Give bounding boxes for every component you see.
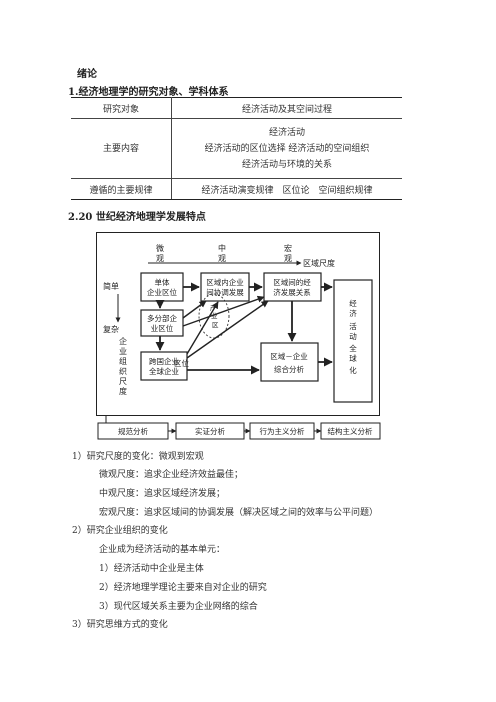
body-line: 宏观尺度：追求区域间的协调发展（解决区域之间的效率与公平问题） [99,508,379,518]
box-multi-dept [140,309,184,337]
box-single-firm-l1: 单体 [155,277,170,287]
box-globalization-c3: 活 [349,321,357,331]
box-globalization-c7: 化 [349,365,357,375]
development-diagram: 微 观 中 观 宏 观 区域尺度 简单 复杂 企 业 组 织 尺 度 单体 企业… [96,232,381,440]
heading-section-1: 1.经济地理学的研究对象、学科体系 [68,87,229,98]
ellipse-label-3: 区 [212,321,219,329]
label-location: 区位 [174,358,189,368]
box-single-firm-l2: 企业区位 [147,287,177,297]
body-line: 中观尺度：追求区域经济发展； [99,489,226,499]
box-single-firm [140,272,184,302]
label-meso-2: 观 [218,254,226,263]
body-line: 3）研究思维方式的变化 [72,620,168,630]
org-scale-3: 组 [119,356,127,366]
body-line: 1）研究尺度的变化：微观到宏观 [72,452,204,462]
box-globalization-c5: 全 [349,343,357,353]
org-scale-4: 织 [119,366,127,376]
box-transnational-l1: 跨国企业 [149,356,179,366]
box-globalization-c2: 济 [349,308,357,318]
label-simple: 简单 [103,281,119,291]
table-cell-content: 经济活动及其空间过程 [171,97,402,119]
label-macro-2: 观 [284,254,292,263]
content-line: 经济活动 [268,127,305,138]
table-row: 研究对象 经济活动及其空间过程 [71,97,402,119]
industrial-district-ellipse [198,293,230,339]
label-complex: 复杂 [103,324,119,334]
org-scale-2: 业 [119,346,127,356]
subject-table: 研究对象 经济活动及其空间过程 主要内容 经济活动 经济活动的区位选择 经济活动… [71,97,402,200]
table-cell-content: 经济活动演变规律 区位论 空间组织规律 [171,178,402,200]
table-cell-label: 研究对象 [71,97,172,119]
box-region-firm-l1: 区域－企业 [270,351,308,361]
box-multi-dept-l1: 多分部企 [147,313,177,323]
content-line: 经济活动与环境的关系 [241,159,332,170]
label-empirical: 实证分析 [195,426,225,436]
table-cell-label: 遵循的主要规律 [71,178,172,200]
table-cell-content: 经济活动 经济活动的区位选择 经济活动的空间组织 经济活动与环境的关系 [171,118,402,179]
label-normative: 规范分析 [118,426,148,436]
box-transnational [140,351,188,381]
box-intra-region-l1: 区域内企业 [206,277,244,287]
body-line: 企业成为经济活动的基本单元： [99,545,226,555]
org-scale-1: 企 [119,336,127,346]
box-globalization-c6: 球 [349,353,357,363]
diagram-frame [96,232,380,416]
table-row: 遵循的主要规律 经济活动演变规律 区位论 空间组织规律 [71,178,402,200]
label-micro-1: 微 [156,243,164,253]
box-intra-region-l2: 间协调发展 [206,287,244,297]
label-micro-2: 观 [156,254,164,263]
org-scale-6: 度 [119,386,127,396]
org-scale-5: 尺 [119,377,127,386]
label-meso-1: 中 [218,243,226,253]
box-structural [320,422,381,440]
arrow [186,301,219,355]
box-multi-dept-l2: 业区位 [151,323,174,333]
table-cell-label: 主要内容 [71,118,172,179]
heading-intro: 绪论 [77,69,97,80]
table-row: 主要内容 经济活动 经济活动的区位选择 经济活动的空间组织 经济活动与环境的关系 [71,118,402,179]
box-inter-region [263,272,322,302]
box-globalization-c1: 经 [349,298,357,308]
box-inter-region-l1: 区域间的经 [273,277,311,287]
arrow [182,295,265,327]
body-line: 2）经济地理学理论主要来自对企业的研究 [99,583,267,593]
label-macro-1: 宏 [284,243,292,253]
label-structural: 结构主义分析 [328,426,373,436]
box-globalization-c4: 动 [349,331,357,341]
box-region-firm [260,342,319,382]
arrow [186,300,269,359]
body-line: 1）经济活动中企业是主体 [99,564,204,574]
label-regional-scale: 区域尺度 [303,258,335,268]
box-globalization [333,279,373,403]
heading-section-2: 2.20 世纪经济地理学发展特点 [68,212,206,223]
body-line: 2）研究企业组织的变化 [72,526,168,536]
box-inter-region-l2: 济发展关系 [273,287,311,297]
ellipse-label-2: 业 [211,311,218,320]
box-transnational-l2: 全球企业 [149,366,179,376]
body-line: 3）现代区域关系主要为企业网络的综合 [99,602,258,612]
content-line: 经济活动的区位选择 经济活动的空间组织 [204,143,370,154]
arrow [182,300,207,319]
box-region-firm-l2: 综合分析 [274,364,304,374]
label-behavioral: 行为主义分析 [260,426,305,436]
body-line: 微观尺度：追求企业经济效益最佳； [99,470,244,480]
